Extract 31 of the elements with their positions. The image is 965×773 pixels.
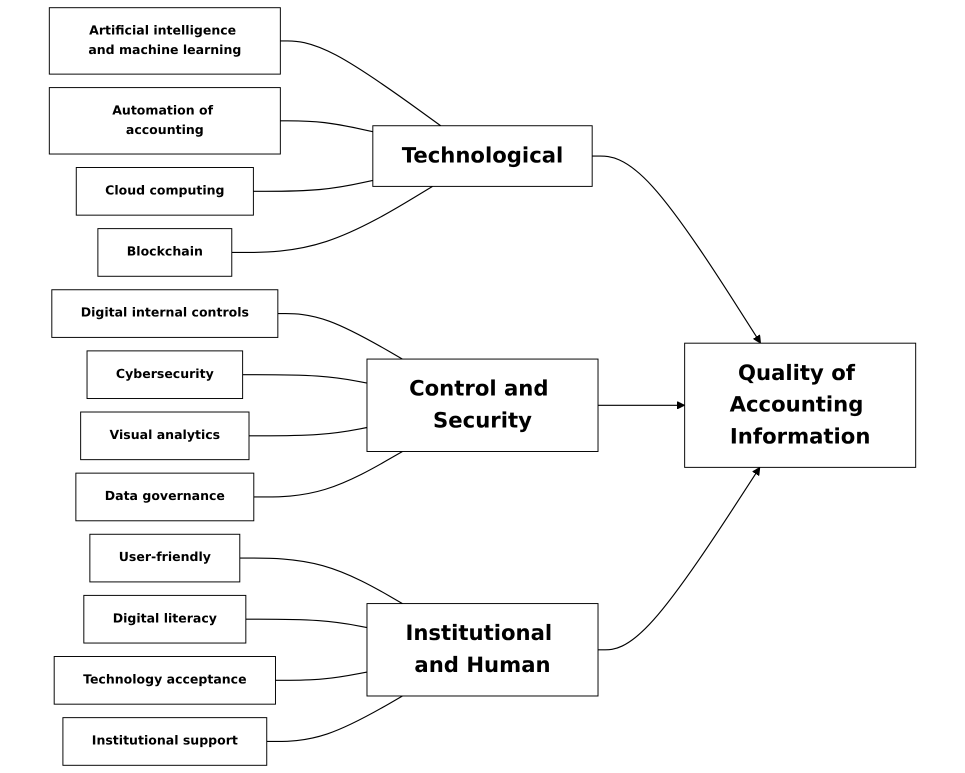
node-box: User-friendly [89, 534, 240, 582]
connector [240, 558, 403, 604]
node-box: Cybersecurity [86, 350, 244, 400]
node-box: Digital internal controls [51, 289, 278, 338]
connector [249, 426, 368, 436]
connector [266, 695, 403, 742]
node-box: Digital literacy [83, 594, 246, 644]
node-box: Blockchain [97, 228, 232, 277]
node-box: Technological [372, 125, 593, 187]
connector [232, 186, 433, 254]
connector [280, 120, 373, 132]
connector [275, 671, 368, 681]
connector [280, 40, 442, 126]
connector [253, 180, 373, 192]
arrow [598, 466, 760, 650]
node-box: Technology acceptance [54, 656, 276, 705]
node-box: Institutional support [62, 717, 268, 766]
arrow [598, 401, 686, 410]
arrow [592, 156, 761, 344]
node-box: Visual analytics [80, 412, 250, 460]
node-box: Control and Security [366, 358, 598, 452]
node-box: Institutional and Human [366, 603, 598, 696]
node-box: Automation of accounting [48, 87, 281, 154]
node-box: Cloud computing [76, 167, 254, 216]
connector [242, 374, 368, 384]
node-box: Data governance [75, 472, 254, 522]
node-box: Quality of Accounting Information [684, 342, 916, 468]
connector [246, 618, 368, 628]
node-box: Artificial intelligence and machine learning [48, 7, 281, 75]
connector [278, 313, 403, 360]
connector [254, 450, 403, 498]
